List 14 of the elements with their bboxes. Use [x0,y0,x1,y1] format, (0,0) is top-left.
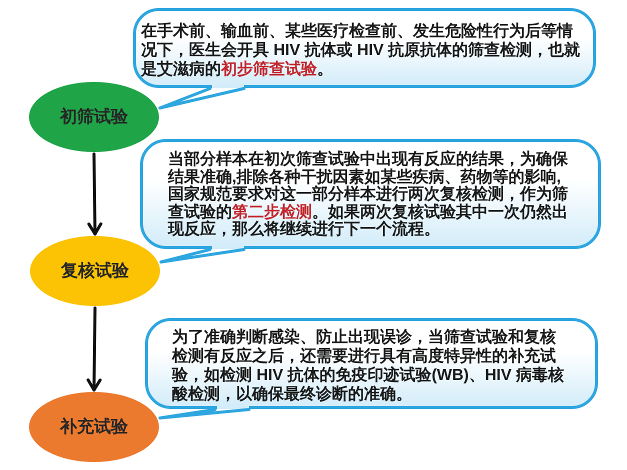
speech-bubble-tail [160,248,246,264]
arrow [86,306,102,392]
speech-bubble [140,139,601,249]
speech-bubble [145,318,598,409]
speech-bubble-tail [158,87,246,110]
callout-text: 在手术前、输血前、某些医疗检查前、发生危险性行为后等情况下，医生会开具 HIV 抗体或 HIV 抗原抗体的筛查检测，也就是艾滋病的初步筛查试验。 [141,22,581,79]
callout-text: 当部分样本在初次筛查试验中出现有反应的结果，为确保结果准确,排除各种干扰因素如某些疾病、药物等的影响,国家规范要求对这一部分样本进行两次复核检测，作为筛查试验的第二步检测。如果两次复核试验其中一次仍然出现反应，那么将继续进行下一个流程。 [168,151,569,238]
step-label: 复核试验 [61,261,129,281]
step-label: 补充试验 [60,417,128,437]
arrow [87,152,102,236]
step-label: 初筛试验 [60,107,128,127]
speech-bubble [133,8,596,88]
callout-text: 为了准确判断感染、防止出现误诊，当筛查试验和复核检测有反应之后，还需要进行具有高度特异性的补充试验，如检测 HIV 抗体的免疫印迹试验(WB)、HIV 病毒核酸检测，以确保最终诊断的准确。 [172,328,565,404]
speech-bubble-tail [158,408,250,420]
